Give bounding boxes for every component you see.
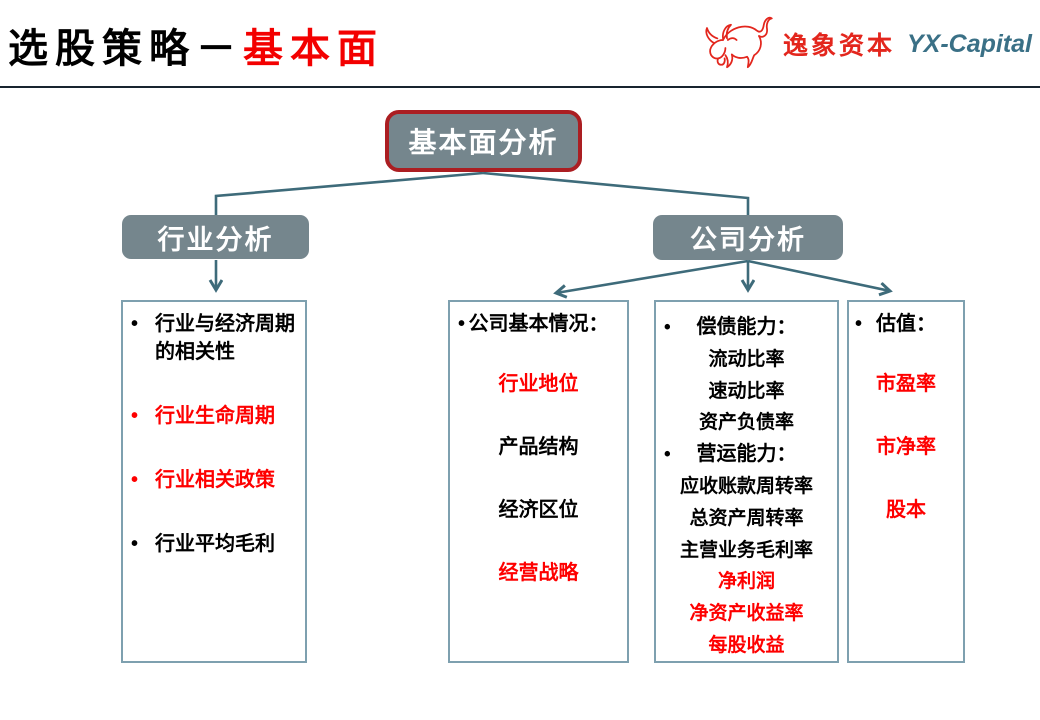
list-item: 资产负债率 [698, 412, 794, 434]
node-root-label: 基本面分析 [408, 127, 559, 158]
list-item: 行业地位 [498, 373, 579, 395]
list-item: 经营战略 [498, 562, 579, 584]
page-title: 选股策略－基本面 [8, 26, 384, 72]
bullet-icon: • [664, 317, 671, 338]
list-item: 应收账款周转率 [679, 475, 813, 497]
list-header: • 营运能力： [658, 439, 835, 471]
connector-root-to-company [482, 171, 750, 215]
list-header: • 公司基本情况： [454, 310, 623, 338]
connector-root-to-industry [214, 171, 484, 215]
list-item: 净利润 [717, 571, 775, 593]
list-item: 主营业务毛利率 [679, 539, 813, 561]
list-item: 速动比率 [708, 380, 785, 402]
list-header-text: 偿债能力： [696, 316, 797, 338]
bullet-icon: • [664, 444, 671, 466]
company-basics-box: • 公司基本情况： 行业地位 产品结构 经济区位 经营战略 [448, 300, 629, 663]
list-item: 市盈率 [876, 373, 936, 395]
header-divider [0, 86, 1040, 88]
bullet-icon: • [458, 313, 466, 335]
page-title-red: 基本面 [243, 25, 384, 72]
list-item: 股本 [886, 499, 926, 521]
node-industry-label: 行业分析 [157, 224, 274, 255]
bull-icon [699, 11, 779, 77]
list-item: 总资产周转率 [689, 507, 804, 529]
list-item: 产品结构 [498, 436, 579, 458]
node-company-label: 公司分析 [690, 225, 806, 255]
node-industry-analysis: 行业分析 [122, 215, 309, 259]
arrow-company-to-valuation [747, 259, 890, 291]
valuation-box: • 估值： 市盈率 市净率 股本 [847, 300, 965, 663]
list-item: • 行业相关政策 [129, 466, 301, 494]
list-item: 流动比率 [708, 348, 785, 370]
list-item: 经济区位 [498, 499, 579, 521]
list-item: 每股收益 [708, 634, 785, 656]
list-item: 净资产收益率 [689, 603, 804, 625]
bullet-icon: • [131, 469, 139, 491]
bullet-icon: • [131, 533, 139, 555]
list-header-text: 公司基本情况： [468, 313, 609, 335]
bullet-icon: • [855, 313, 863, 335]
list-item: • 行业平均毛利 [129, 530, 301, 558]
node-fundamental-analysis: 基本面分析 [385, 110, 582, 172]
list-item-text: 行业与经济周期的相关性 [155, 313, 295, 363]
list-item: • 行业与经济周期的相关性 [129, 310, 301, 366]
list-header: • 估值： [851, 310, 961, 338]
list-item-text: 行业平均毛利 [155, 533, 275, 555]
list-item-text: 行业生命周期 [155, 405, 275, 427]
page-title-black: 选股策略－ [8, 25, 243, 72]
logo-name-cn: 逸象资本 [782, 31, 895, 60]
list-header-text: 估值： [876, 313, 936, 335]
list-item-text: 行业相关政策 [155, 469, 275, 491]
financial-ability-box: • 偿债能力： 流动比率 速动比率 资产负债率 • 营运能力： 应收账款周转率 … [654, 300, 839, 663]
list-item: • 行业生命周期 [129, 402, 301, 430]
bullet-icon: • [131, 313, 139, 335]
logo-name-en: YX-Capital [906, 29, 1032, 58]
list-header: • 偿债能力： [658, 312, 835, 344]
node-company-analysis: 公司分析 [653, 215, 843, 260]
list-header-text: 营运能力： [696, 443, 797, 466]
bullet-icon: • [131, 405, 139, 427]
company-logo: 逸象资本 YX-Capital [699, 10, 1032, 78]
arrow-company-to-basic [556, 259, 749, 293]
industry-factors-box: • 行业与经济周期的相关性 • 行业生命周期 • 行业相关政策 • 行业平均毛利 [121, 300, 307, 663]
list-item: 市净率 [876, 436, 936, 458]
